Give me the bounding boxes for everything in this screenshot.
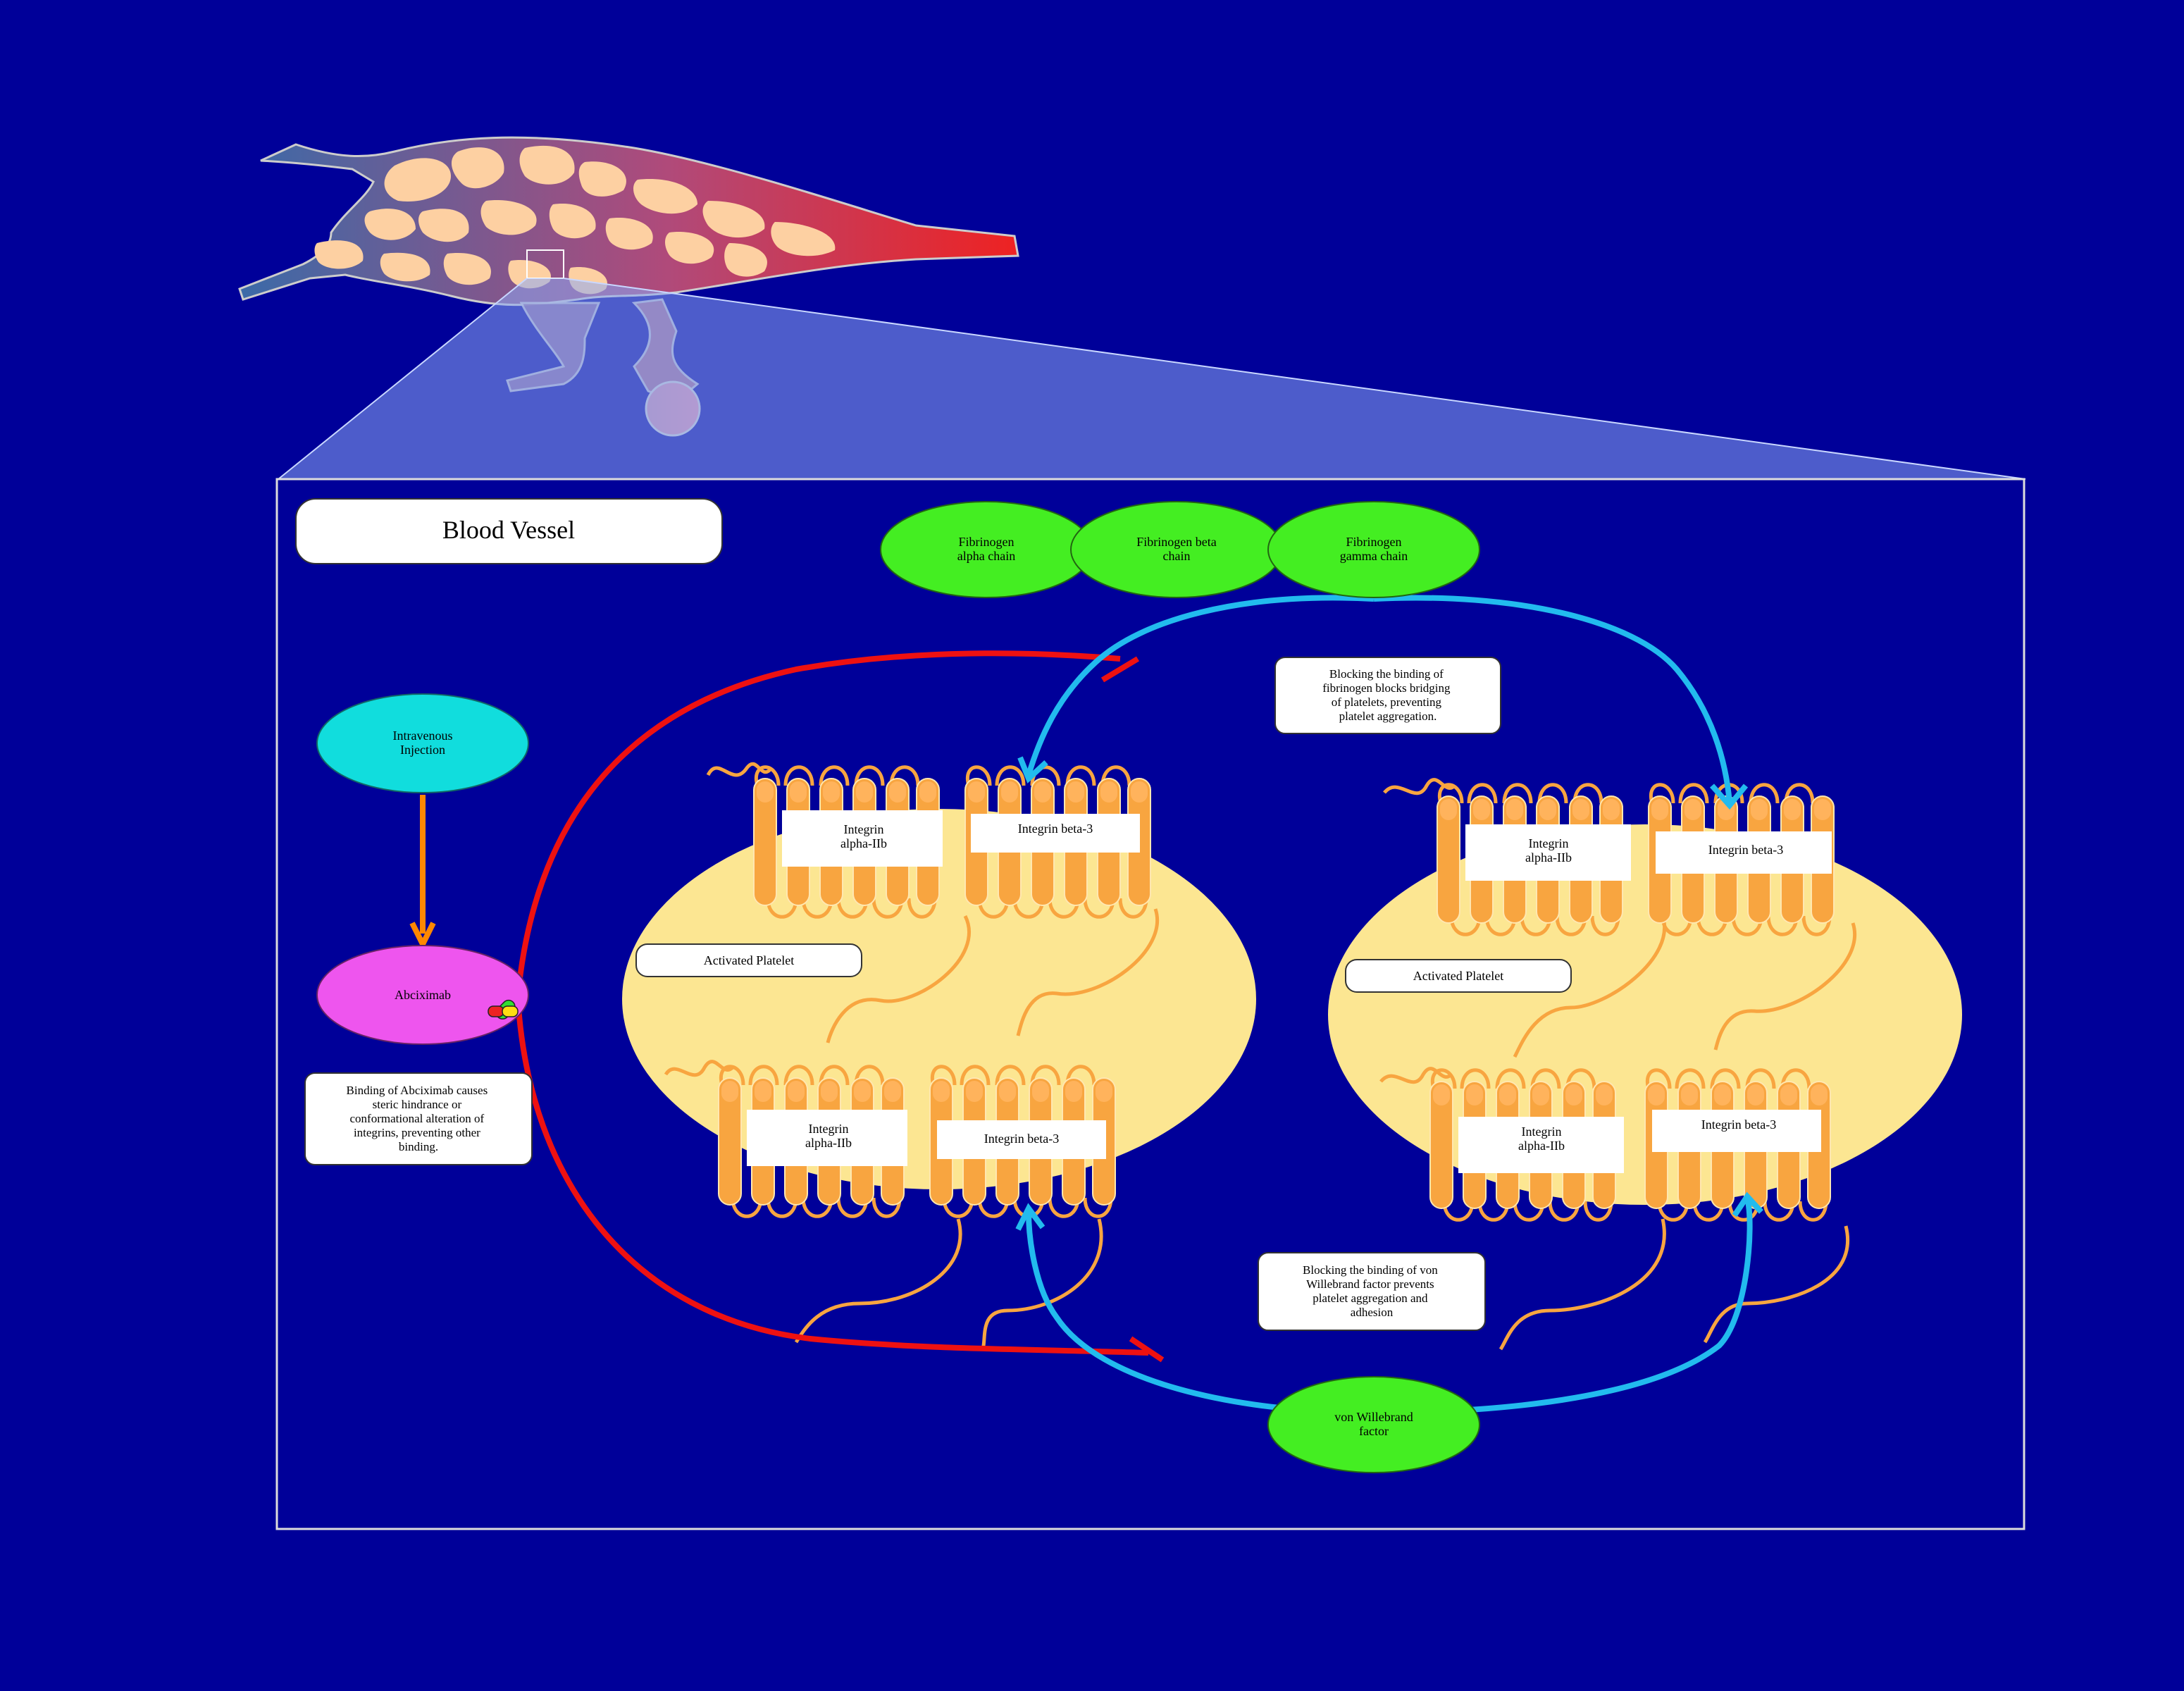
abciximab-note: Binding of Abciximab causes steric hindr… [304, 1072, 533, 1165]
integrin-beta-label-br: Integrin beta-3 [1701, 1117, 1776, 1132]
integrin-beta-label-box-br [1652, 1110, 1821, 1152]
abciximab-node[interactable]: Abciximab [316, 945, 529, 1045]
panel-title-text: Blood Vessel [442, 516, 575, 544]
integrin-alpha-label-box-bl [747, 1110, 907, 1166]
von-willebrand-note: Blocking the binding of von Willebrand f… [1258, 1252, 1486, 1331]
svg-text:Blocking the binding of von: Blocking the binding of von Willebrand f… [1303, 1263, 1441, 1319]
svg-text:Blocking the binding of: Blocking the binding of fibrinogen block… [1322, 667, 1453, 723]
integrin-alpha-label-box-br [1458, 1117, 1624, 1173]
blood-vessel-network-illustration [238, 136, 2026, 480]
integrin-beta-label-box-bl [937, 1120, 1106, 1159]
integrin-beta-label-tr: Integrin beta-3 [1708, 843, 1783, 857]
svg-text:Abciximab: Abciximab [395, 988, 451, 1002]
integrin-alpha-label-box-tr [1465, 824, 1631, 881]
svg-text:Binding of Abciximab causes: Binding of Abciximab causes steric hindr… [347, 1084, 491, 1153]
activated-platelet-label-right: Activated Platelet [1345, 959, 1572, 993]
integrin-beta-label-box-tr [1656, 831, 1832, 874]
integrin-alpha-label-box-tl [782, 810, 943, 867]
panel-title: Blood Vessel [295, 498, 723, 564]
integrin-tails [664, 762, 1856, 1351]
cyan-arrows [1015, 595, 1763, 1416]
integrin-beta-label-bl: Integrin beta-3 [984, 1132, 1059, 1146]
orange-arrow [409, 795, 436, 950]
svg-text:Activated Platelet: Activated Platelet [704, 953, 794, 967]
svg-text:Activated Platelet: Activated Platelet [1413, 969, 1503, 983]
red-inhibition-arcs [515, 650, 1165, 1363]
integrin-beta-label-box-tl [971, 814, 1140, 853]
activated-platelet-label-left: Activated Platelet [635, 943, 862, 977]
integrin-beta-label-tl: Integrin beta-3 [1018, 822, 1093, 836]
fibrinogen-note: Blocking the binding of fibrinogen block… [1274, 657, 1501, 734]
drug-capsule-icon [488, 999, 519, 1020]
